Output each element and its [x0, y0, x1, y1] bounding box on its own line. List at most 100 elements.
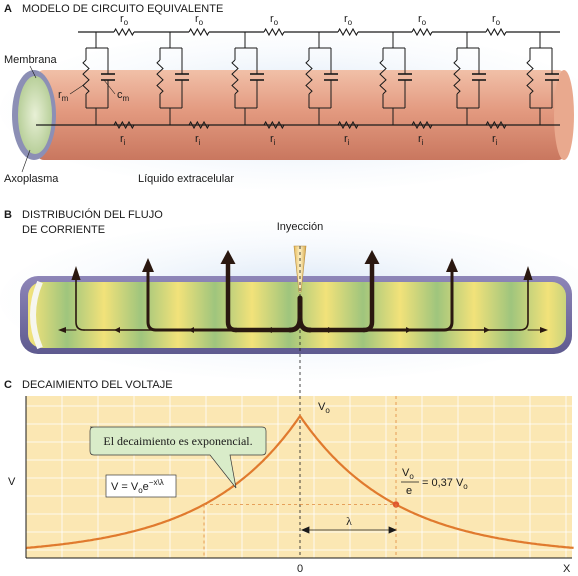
membrana-leader: [29, 65, 37, 79]
lambda-arrow: [300, 526, 398, 534]
rc-unit: [379, 32, 412, 125]
ro-resistor: [263, 27, 285, 37]
flow-mid-arrowhead: [114, 327, 120, 333]
panel-a-letter: A: [4, 3, 12, 15]
ro-resistor: [411, 27, 433, 37]
ro-label: ro: [344, 13, 353, 27]
ro-label: ro: [492, 13, 501, 27]
cm-leader: [103, 79, 116, 95]
ro-label: ro: [270, 13, 279, 27]
rc-unit: [526, 32, 559, 125]
liquido-label: Líquido extracelular: [138, 173, 234, 185]
ri-resistor: [485, 120, 507, 130]
axoplasma-leader: [21, 149, 31, 173]
lambda-label: λ: [346, 514, 352, 528]
ro-label: ro: [120, 13, 129, 27]
ro-resistor: [485, 27, 507, 37]
frac-rhs: = 0,37 Vo: [422, 477, 468, 491]
ro-label: ro: [418, 13, 427, 27]
rm-resistor: [453, 59, 461, 95]
panel-c: C DECAIMIENTO DEL VOLTAJE λ El decaimien…: [4, 246, 574, 575]
equation-text: V = Voe−x\λ: [111, 478, 164, 495]
ri-label: ri: [120, 133, 126, 147]
axon-cylinder: [36, 70, 566, 160]
flow-branch: [75, 277, 85, 331]
axon-b-core: [28, 282, 566, 348]
flow-arrowhead: [523, 266, 533, 280]
panel-b: B DISTRIBUCIÓN DEL FLUJO DE CORRIENTE In…: [0, 208, 578, 380]
axoplasm-face: [18, 76, 52, 154]
injection-needle: [293, 245, 307, 293]
ri-resistor: [411, 120, 433, 130]
flow-mid-arrowhead: [328, 327, 334, 333]
axon-right-end: [554, 70, 574, 160]
decay-curve: [26, 414, 574, 549]
ri-label: ri: [418, 133, 424, 147]
fraction-annotation: Vo e = 0,37 Vo: [401, 467, 468, 497]
peak-label: Vo: [318, 401, 330, 415]
frac-denominator: e: [406, 485, 412, 497]
callout-text: El decaimiento es exponencial.: [103, 434, 252, 448]
ri-resistors: ri ri ri ri ri ri: [113, 120, 507, 147]
panel-c-title: DECAIMIENTO DEL VOLTAJE: [22, 379, 173, 391]
rc-unit: [82, 32, 115, 125]
rm-resistor: [82, 59, 90, 95]
y-axis-label: V: [8, 476, 16, 488]
rm-label: rm: [58, 89, 69, 103]
panel-b-letter: B: [4, 209, 12, 221]
panel-c-letter: C: [4, 379, 12, 391]
ri-resistor: [337, 120, 359, 130]
ri-label: ri: [344, 133, 350, 147]
flow-arrowhead: [220, 250, 236, 264]
flow-mid-arrowhead: [406, 327, 412, 333]
ro-resistor: [337, 27, 359, 37]
rm-resistor: [156, 59, 164, 95]
flow-arrowhead: [142, 258, 154, 272]
ro-resistors: ro ro ro ro ro ro: [113, 13, 507, 37]
ri-label: ri: [492, 133, 498, 147]
panel-a-title: MODELO DE CIRCUITO EQUIVALENTE: [22, 3, 223, 15]
ro-resistor: [188, 27, 210, 37]
rc-unit: [231, 32, 264, 125]
flow-end-right-head: [540, 327, 548, 333]
rc-unit: [453, 32, 486, 125]
rm-resistor: [305, 59, 313, 95]
panel-b-title-1: DISTRIBUCIÓN DEL FLUJO: [22, 208, 163, 221]
x-axis-label: X: [563, 563, 571, 575]
flow-mid-arrowhead: [484, 327, 490, 333]
rm-resistor: [526, 59, 534, 95]
current-flow: [58, 250, 548, 333]
axoplasma-label: Axoplasma: [4, 173, 59, 185]
ri-label: ri: [195, 133, 201, 147]
flow-end-left-head: [58, 327, 66, 333]
axon-b-end: [30, 280, 43, 350]
rm-resistor: [379, 59, 387, 95]
ri-resistor: [263, 120, 285, 130]
callout: El decaimiento es exponencial.: [89, 426, 267, 489]
rc-unit: [305, 32, 338, 125]
flow-arrowhead: [446, 258, 458, 272]
flow-arrowhead: [364, 250, 380, 264]
flow-arrowhead: [71, 266, 81, 280]
ri-resistor: [188, 120, 210, 130]
rm-resistor: [231, 59, 239, 95]
ro-resistor: [113, 27, 135, 37]
injection-label: Inyección: [277, 221, 323, 233]
flow-mid-arrowhead: [188, 327, 194, 333]
ro-label: ro: [195, 13, 204, 27]
panel-b-title-2: DE CORRIENTE: [22, 224, 105, 236]
membrana-label: Membrana: [4, 54, 57, 66]
rc-units: [82, 32, 559, 125]
ri-label: ri: [270, 133, 276, 147]
flow-branch: [519, 277, 529, 331]
cm-label: cm: [117, 89, 130, 103]
ri-resistor: [113, 120, 135, 130]
rm-leader: [69, 83, 86, 95]
frac-numerator: Vo: [402, 467, 414, 481]
equation-box: V = Voe−x\λ: [105, 474, 177, 498]
flow-mid-arrowhead: [266, 327, 272, 333]
x-zero-tick: 0: [297, 563, 303, 575]
rc-unit: [156, 32, 189, 125]
